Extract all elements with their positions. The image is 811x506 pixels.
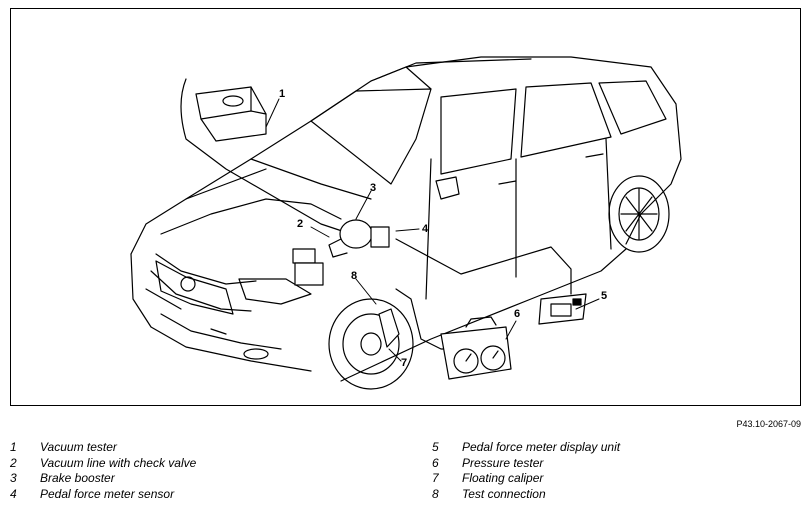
pressure-tester bbox=[440, 316, 512, 380]
callout-4: 4 bbox=[422, 223, 429, 235]
check-valve bbox=[292, 248, 324, 286]
legend-item: 4 Pedal force meter sensor bbox=[10, 487, 196, 503]
callout-8: 8 bbox=[351, 270, 357, 282]
legend-item: 7 Floating caliper bbox=[432, 471, 620, 487]
legend-number: 2 bbox=[10, 455, 17, 470]
legend-number: 4 bbox=[10, 486, 17, 501]
legend-number: 5 bbox=[432, 440, 439, 454]
legend-right: 5 Pedal force meter display unit 6 Press… bbox=[432, 440, 620, 502]
legend-label: Pressure tester bbox=[462, 455, 544, 470]
legend-number: 6 bbox=[432, 455, 439, 470]
leader-lines bbox=[265, 98, 600, 362]
legend-label: Floating caliper bbox=[462, 471, 544, 485]
legend-item: 2 Vacuum line with check valve bbox=[10, 456, 196, 472]
legend-item: 8 Test connection bbox=[432, 487, 620, 503]
brake-booster bbox=[328, 219, 390, 258]
legend-label: Pedal force meter display unit bbox=[462, 440, 621, 454]
vacuum-tester bbox=[180, 78, 352, 235]
car-brake-test-diagram: 1 2 3 4 5 6 7 8 bbox=[130, 56, 682, 390]
legend-label: Vacuum line with check valve bbox=[40, 455, 197, 470]
legend-label: Vacuum tester bbox=[40, 440, 117, 454]
callout-7: 7 bbox=[401, 357, 407, 369]
car-outline bbox=[130, 56, 682, 382]
legend-label: Brake booster bbox=[40, 471, 115, 485]
figure-reference: P43.10-2067-09 bbox=[736, 419, 801, 429]
sensor-cable bbox=[395, 238, 572, 295]
legend-number: 1 bbox=[10, 440, 17, 454]
legend-label: Pedal force meter sensor bbox=[40, 486, 175, 501]
pedal-force-display bbox=[538, 293, 587, 325]
front-wheel bbox=[328, 298, 414, 390]
legend-number: 7 bbox=[432, 471, 439, 485]
legend-item: 1 Vacuum tester bbox=[10, 440, 196, 456]
diagram-frame: 1 2 3 4 5 6 7 8 bbox=[10, 8, 801, 406]
floating-caliper bbox=[378, 308, 400, 348]
callout-1: 1 bbox=[279, 88, 285, 100]
callout-5: 5 bbox=[601, 290, 607, 302]
legend-number: 3 bbox=[10, 471, 17, 485]
callout-2: 2 bbox=[297, 218, 303, 230]
legend-item: 5 Pedal force meter display unit bbox=[432, 440, 620, 456]
legend-left: 1 Vacuum tester 2 Vacuum line with check… bbox=[10, 440, 196, 502]
callout-6: 6 bbox=[514, 308, 520, 320]
legend-item: 3 Brake booster bbox=[10, 471, 196, 487]
legend-item: 6 Pressure tester bbox=[432, 456, 620, 472]
legend-number: 8 bbox=[432, 486, 439, 501]
callout-3: 3 bbox=[370, 182, 376, 194]
rear-wheel bbox=[608, 175, 670, 253]
legend-label: Test connection bbox=[462, 486, 546, 501]
